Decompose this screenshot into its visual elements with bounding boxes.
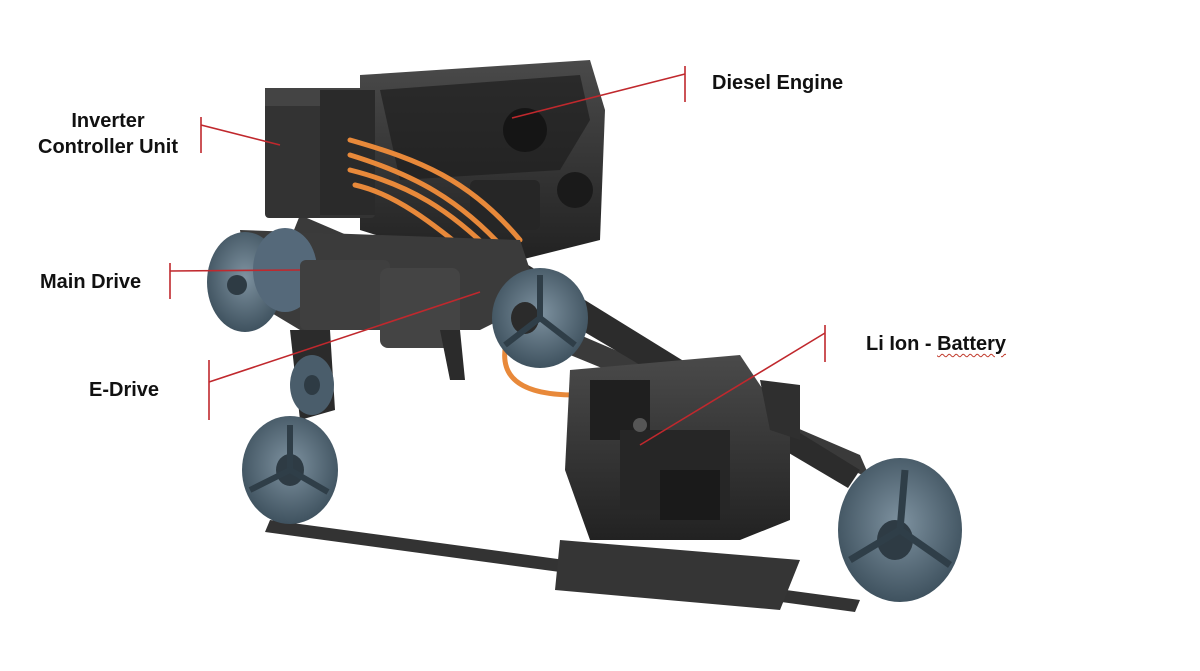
pulley-small-left bbox=[290, 355, 334, 415]
pulley-front-left bbox=[242, 416, 338, 524]
inverter-controller-box bbox=[265, 88, 375, 218]
pulley-rear-right bbox=[838, 458, 962, 602]
label-diesel-engine: Diesel Engine bbox=[712, 72, 844, 94]
label-inverter-controller-unit: Inverter Controller Unit bbox=[22, 108, 194, 160]
leader-lines bbox=[169, 66, 826, 446]
label-li-ion-battery: Li Ion - Battery bbox=[866, 331, 1006, 357]
label-battery-word: Battery bbox=[937, 333, 1007, 355]
label-inverter-line2: Controller Unit bbox=[38, 136, 178, 158]
li-ion-battery-pack bbox=[555, 355, 800, 610]
main-drive-assembly bbox=[207, 228, 540, 348]
label-battery-prefix: Li Ion - bbox=[866, 333, 938, 355]
pulley-middle bbox=[492, 268, 588, 368]
label-e-drive: E-Drive bbox=[89, 379, 160, 401]
label-inverter-line1: Inverter bbox=[71, 110, 145, 132]
label-main-drive: Main Drive bbox=[40, 271, 142, 293]
